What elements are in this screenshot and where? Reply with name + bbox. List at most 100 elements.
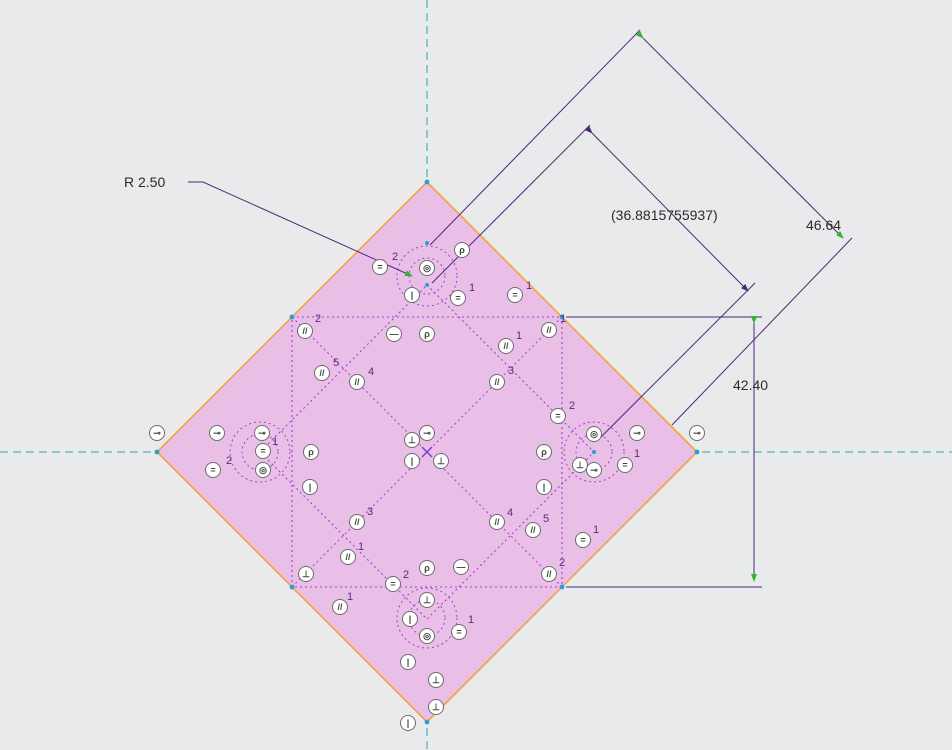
- svg-text://: //: [319, 368, 325, 378]
- parallel-constraint-icon[interactable]: //: [297, 323, 313, 339]
- svg-text:=: =: [555, 411, 560, 421]
- svg-text:⊥: ⊥: [423, 595, 431, 605]
- tangent-constraint-icon[interactable]: ρ: [303, 444, 319, 460]
- perpendicular-constraint-icon[interactable]: ⊥: [428, 699, 444, 715]
- index-top-1: 1: [469, 282, 475, 294]
- svg-text:⊥: ⊥: [432, 675, 440, 685]
- tangent-constraint-icon[interactable]: ρ: [419, 326, 435, 342]
- svg-text://: //: [354, 517, 360, 527]
- reference-label[interactable]: (36.8815755937): [611, 207, 718, 223]
- perpendicular-constraint-icon[interactable]: ⊥: [404, 432, 420, 448]
- constraint-glyphs: ρ=◎|==////—ρ////////=⊸⊸⊸==◎ρ|⊥⊸|⊥ρ|◎⊸⊸⊥⊸…: [149, 242, 705, 731]
- svg-text:⊸: ⊸: [633, 428, 641, 438]
- svg-text:=: =: [580, 535, 585, 545]
- equal-constraint-icon[interactable]: =: [372, 259, 388, 275]
- inner-construction-square[interactable]: [291, 316, 563, 588]
- svg-text:|: |: [543, 482, 546, 492]
- index-lower-left-3: 3: [367, 506, 373, 518]
- svg-text://: //: [494, 377, 500, 387]
- equal-constraint-icon[interactable]: =: [507, 287, 523, 303]
- parallel-constraint-icon[interactable]: //: [525, 522, 541, 538]
- perpendicular-constraint-icon[interactable]: ⊥: [298, 566, 314, 582]
- index-bottom-1: 1: [468, 614, 474, 626]
- perpendicular-constraint-icon[interactable]: ⊥: [572, 457, 588, 473]
- svg-text:ρ: ρ: [541, 447, 547, 457]
- concentric-constraint-icon[interactable]: ◎: [586, 426, 602, 442]
- svg-text:|: |: [409, 614, 412, 624]
- equal-constraint-icon[interactable]: =: [451, 624, 467, 640]
- midpoint-constraint-icon[interactable]: ⊸: [689, 425, 705, 441]
- midpoint-constraint-icon[interactable]: ⊸: [209, 425, 225, 441]
- equal-constraint-icon[interactable]: =: [617, 457, 633, 473]
- midpoint-constraint-icon[interactable]: ⊸: [419, 425, 435, 441]
- equal-constraint-icon[interactable]: =: [385, 576, 401, 592]
- index-upper-left-5: 5: [333, 357, 339, 369]
- tangent-constraint-icon[interactable]: ρ: [454, 242, 470, 258]
- midpoint-constraint-icon[interactable]: ⊸: [149, 425, 165, 441]
- svg-text://: //: [354, 377, 360, 387]
- index-left-2: 2: [226, 455, 232, 467]
- concentric-constraint-icon[interactable]: ◎: [255, 462, 271, 478]
- svg-text:=: =: [377, 262, 382, 272]
- svg-text://: //: [546, 569, 552, 579]
- svg-text:—: —: [457, 562, 466, 572]
- vertical-constraint-icon[interactable]: |: [536, 479, 552, 495]
- tangent-constraint-icon[interactable]: ρ: [419, 560, 435, 576]
- midpoint-constraint-icon[interactable]: ⊸: [629, 425, 645, 441]
- index-upper-right-corner-1: 1: [560, 313, 566, 325]
- parallel-constraint-icon[interactable]: //: [541, 322, 557, 338]
- perpendicular-constraint-icon[interactable]: ⊥: [419, 592, 435, 608]
- svg-text:=: =: [456, 627, 461, 637]
- equal-constraint-icon[interactable]: =: [255, 443, 271, 459]
- equal-constraint-icon[interactable]: =: [205, 462, 221, 478]
- concentric-constraint-icon[interactable]: ◎: [419, 260, 435, 276]
- parallel-constraint-icon[interactable]: //: [541, 566, 557, 582]
- svg-text:⊸: ⊸: [693, 428, 701, 438]
- parallel-constraint-icon[interactable]: //: [489, 374, 505, 390]
- vertical-constraint-icon[interactable]: |: [400, 715, 416, 731]
- parallel-constraint-icon[interactable]: //: [489, 514, 505, 530]
- vertical-constraint-icon[interactable]: |: [404, 453, 420, 469]
- perpendicular-constraint-icon[interactable]: ⊥: [428, 672, 444, 688]
- svg-text:ρ: ρ: [459, 245, 465, 255]
- parallel-constraint-icon[interactable]: //: [498, 338, 514, 354]
- concentric-constraint-icon[interactable]: ◎: [419, 628, 435, 644]
- radius-label[interactable]: R 2.50: [124, 174, 165, 190]
- parallel-constraint-icon[interactable]: //: [349, 374, 365, 390]
- parallel-constraint-icon[interactable]: //: [332, 599, 348, 615]
- vertical-constraint-icon[interactable]: |: [302, 479, 318, 495]
- diagonal-label[interactable]: 46.64: [806, 217, 841, 233]
- vertical-constraint-icon[interactable]: |: [402, 611, 418, 627]
- svg-text://: //: [503, 341, 509, 351]
- midpoint-constraint-icon[interactable]: ⊸: [586, 462, 602, 478]
- svg-text:ρ: ρ: [424, 329, 430, 339]
- parallel-constraint-icon[interactable]: //: [340, 549, 356, 565]
- equal-constraint-icon[interactable]: =: [575, 532, 591, 548]
- equal-constraint-icon[interactable]: =: [550, 408, 566, 424]
- midpoint-constraint-icon[interactable]: ⊸: [254, 425, 270, 441]
- equal-constraint-icon[interactable]: =: [450, 290, 466, 306]
- svg-text:◎: ◎: [423, 263, 431, 273]
- vertical-constraint-icon[interactable]: |: [400, 654, 416, 670]
- svg-text:|: |: [411, 456, 414, 466]
- horizontal-constraint-icon[interactable]: —: [453, 559, 469, 575]
- tangent-constraint-icon[interactable]: ρ: [536, 444, 552, 460]
- parallel-constraint-icon[interactable]: //: [349, 514, 365, 530]
- svg-text:|: |: [407, 657, 410, 667]
- index-lower-left-1: 1: [358, 541, 364, 553]
- svg-text:◎: ◎: [259, 465, 267, 475]
- svg-text:⊥: ⊥: [432, 702, 440, 712]
- parallel-constraint-icon[interactable]: //: [314, 365, 330, 381]
- svg-text:|: |: [407, 718, 410, 728]
- height-label[interactable]: 42.40: [733, 377, 768, 393]
- horizontal-constraint-icon[interactable]: —: [386, 326, 402, 342]
- perpendicular-constraint-icon[interactable]: ⊥: [433, 453, 449, 469]
- vertical-constraint-icon[interactable]: |: [404, 287, 420, 303]
- height-dimension[interactable]: [566, 316, 762, 588]
- origin-marker-icon[interactable]: [421, 446, 433, 458]
- radius-dimension[interactable]: R 2.50: [124, 174, 413, 277]
- index-top-right-1: 1: [526, 280, 532, 292]
- index-upper-right-3: 3: [508, 365, 514, 377]
